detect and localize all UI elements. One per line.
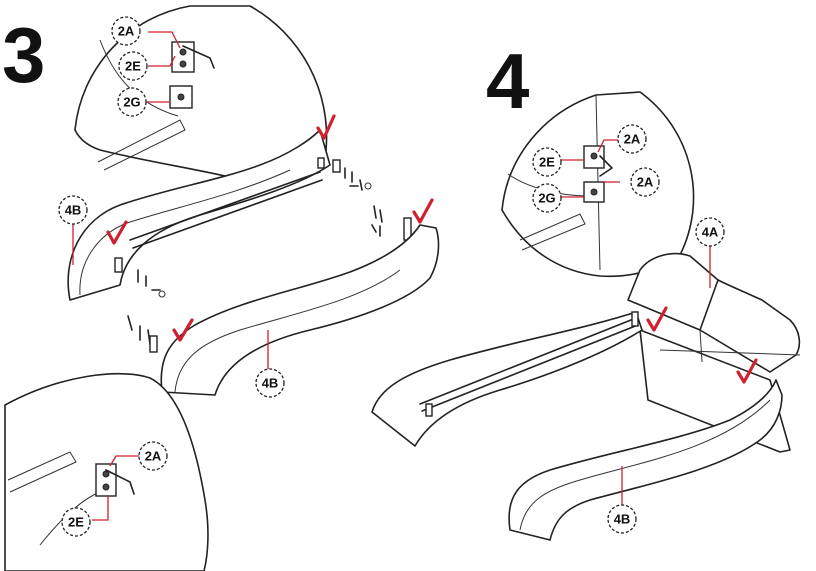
label-2A-bubble: [630, 167, 660, 197]
label-2G-bubble: [532, 183, 562, 213]
step-4-detail: 2A 2A 2E 2G: [501, 91, 695, 278]
label-2A: 2A: [145, 449, 162, 464]
label-4A: 4A: [702, 225, 719, 240]
check-mark-icon: [736, 358, 758, 384]
step-4-left-side-rail: [371, 306, 668, 447]
allen-key-icon: [599, 155, 613, 177]
label-2E: 2E: [68, 515, 84, 530]
label-2A: 2A: [637, 175, 654, 190]
check-mark-icon: [316, 114, 336, 140]
step-4-number: 4: [486, 37, 529, 125]
label-2A: 2A: [624, 132, 641, 147]
step-3-left-side-rail: 4B: [58, 114, 336, 301]
label-2A-bubble: [111, 16, 141, 46]
label-2G: 2G: [123, 95, 140, 110]
step-3-right-side-rail: 4B: [160, 198, 440, 398]
check-mark-icon: [412, 198, 434, 224]
label-2A: 2A: [118, 24, 135, 39]
bolt-icon: [371, 205, 383, 237]
bracket-icon: [171, 41, 195, 73]
label-4B: 4B: [65, 203, 82, 218]
label-2E: 2E: [539, 155, 555, 170]
label-2E-bubble: [532, 147, 562, 177]
step-3-detail-top: 2A 2E 2G: [74, 5, 328, 181]
label-2A-bubble: [617, 124, 647, 154]
label-4B: 4B: [614, 512, 631, 527]
step-4-right-side-rail: 4B: [508, 379, 783, 541]
label-4A-bubble: [695, 217, 725, 247]
step-3-detail-bottom: 2A 2E: [4, 372, 209, 571]
label-2E-bubble: [118, 51, 148, 81]
check-mark-icon: [172, 318, 194, 342]
label-4B: 4B: [262, 376, 279, 391]
label-4B-bubble: [58, 195, 88, 225]
step-3-number: 3: [2, 11, 45, 99]
label-2E: 2E: [125, 59, 141, 74]
hardware-group: [127, 159, 412, 353]
label-2G: 2G: [538, 191, 555, 206]
allen-key-icon: [182, 45, 215, 69]
bracket-icon: [95, 463, 117, 497]
label-4B-bubble: [255, 368, 285, 398]
label-4B-bubble: [607, 504, 637, 534]
allen-key-icon: [105, 469, 135, 495]
label-2G-bubble: [117, 87, 147, 117]
check-mark-icon: [646, 306, 668, 332]
label-2A-bubble: [138, 441, 168, 471]
label-2E-bubble: [61, 507, 91, 537]
check-mark-icon: [106, 220, 128, 245]
